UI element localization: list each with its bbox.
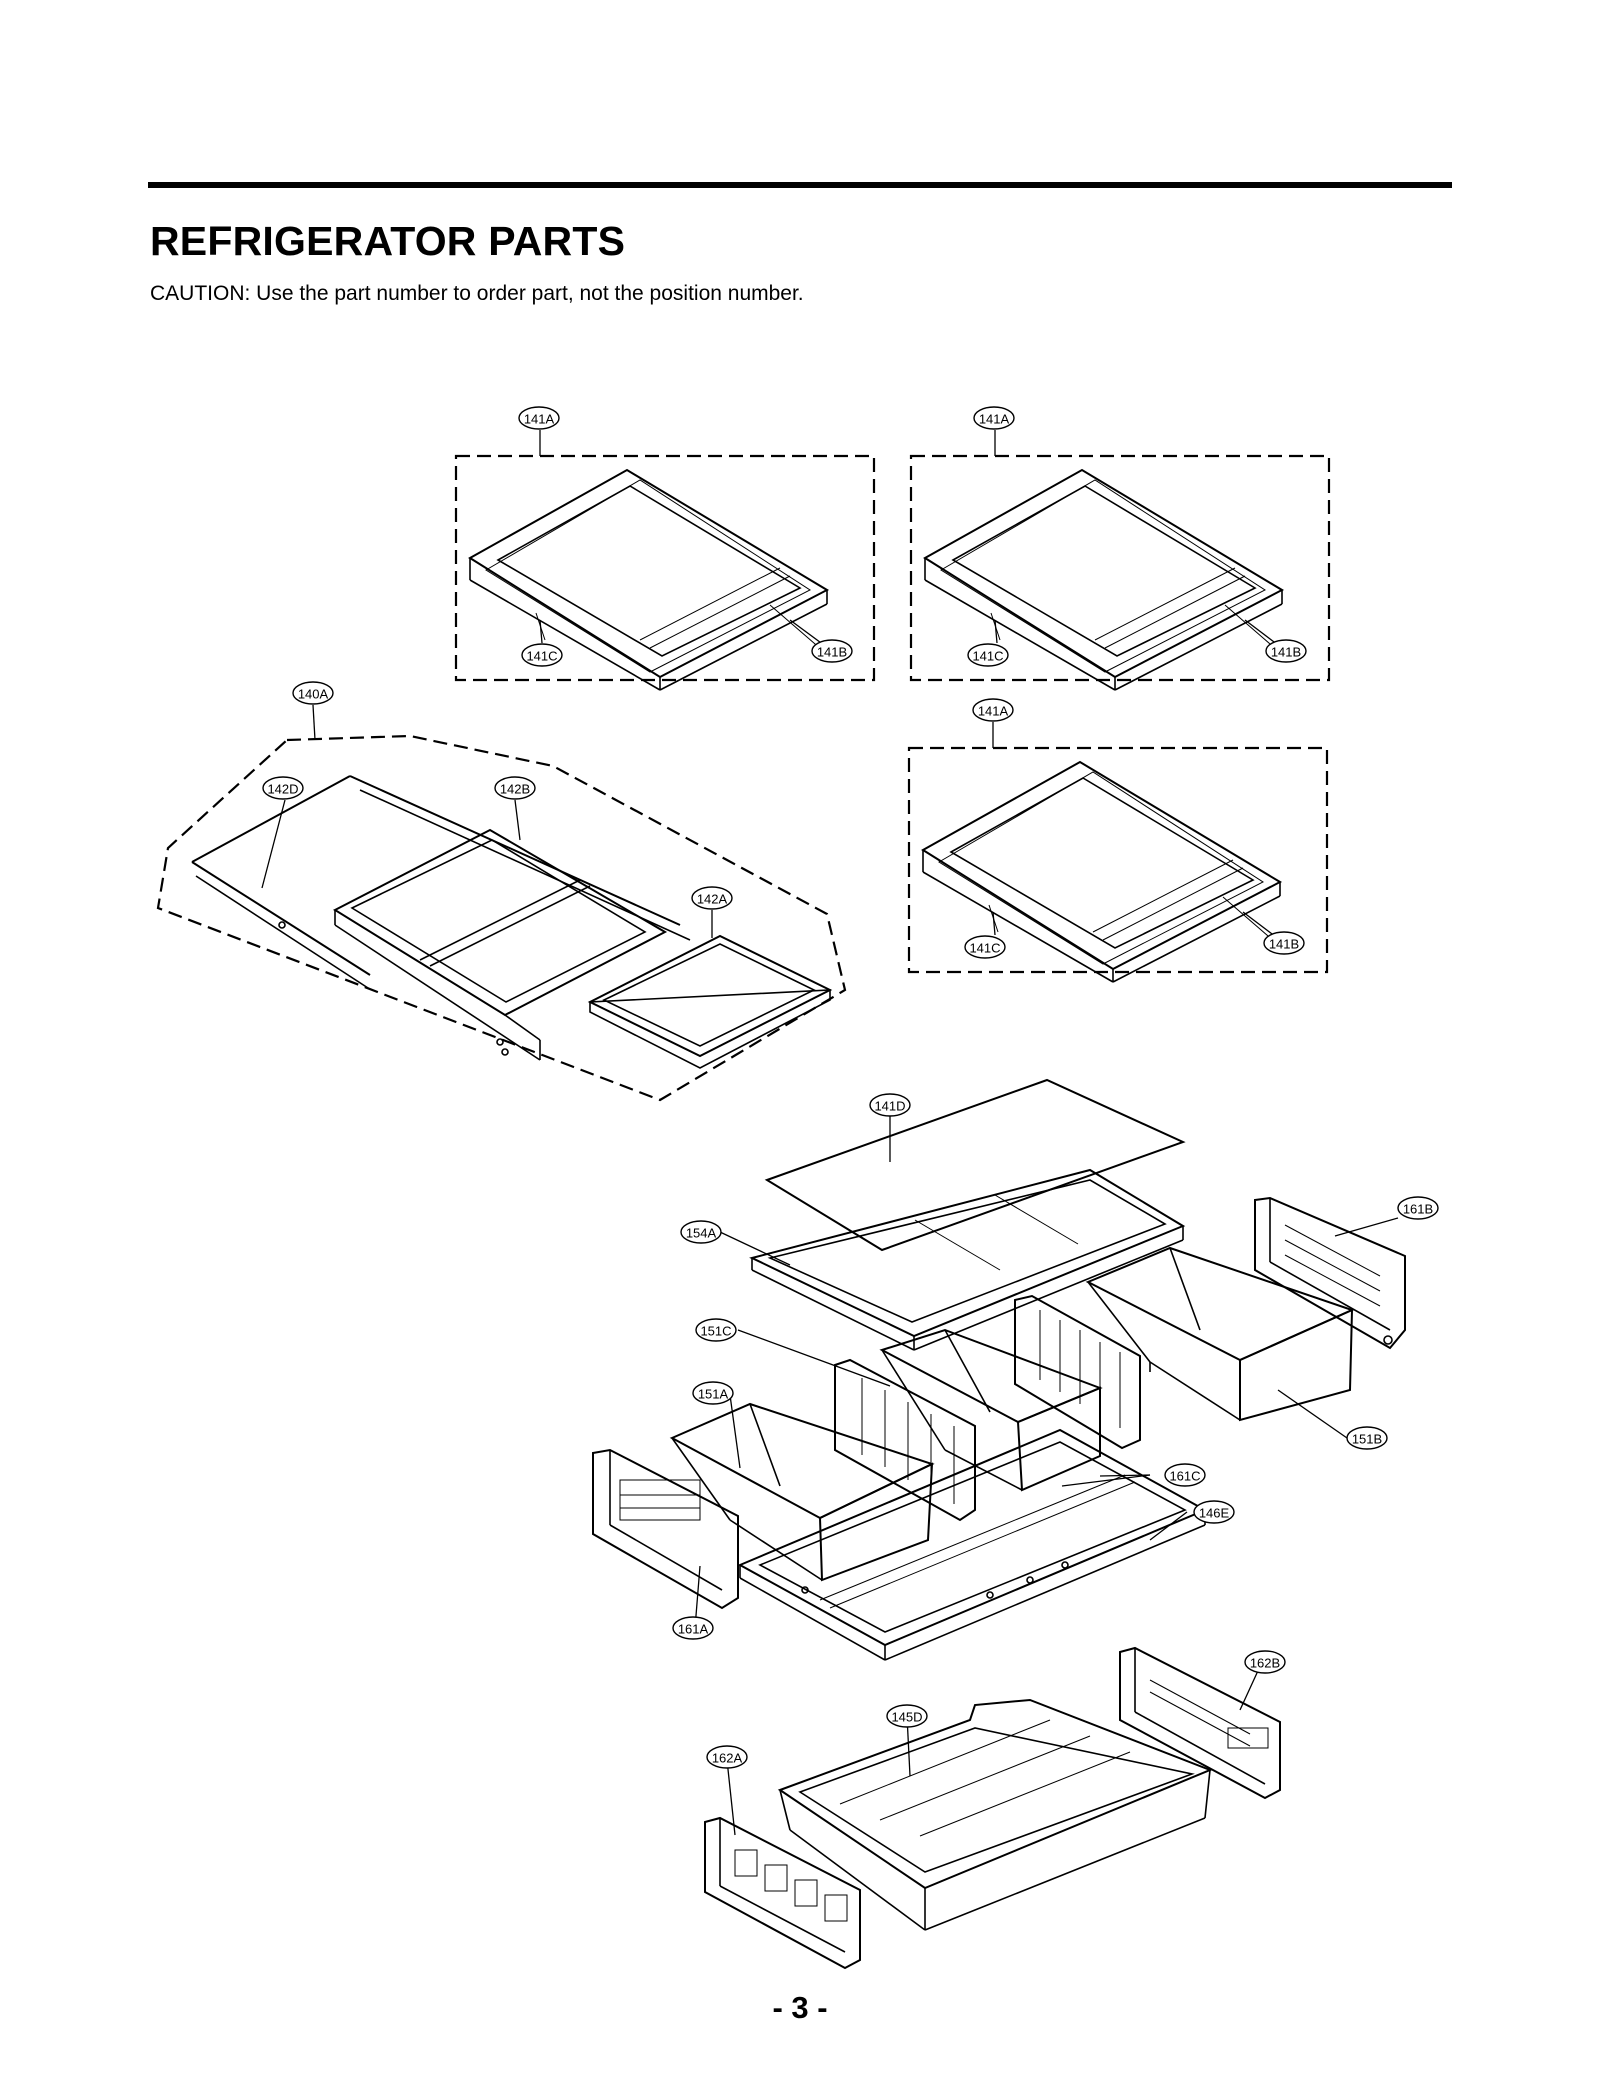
caution-note: CAUTION: Use the part number to order pa… xyxy=(150,282,804,305)
callout-141C: 141C xyxy=(526,649,557,664)
callout-141C: 141C xyxy=(969,941,1000,956)
crisper-drawer-151C xyxy=(879,1328,1103,1492)
header-rule xyxy=(148,182,1452,188)
divider-161C xyxy=(1014,1294,1141,1450)
shelf-group-1 xyxy=(454,454,876,691)
callout-151B: 151B xyxy=(1352,1432,1382,1447)
crisper-drawer-151A xyxy=(669,1402,935,1582)
callout-145D: 145D xyxy=(891,1710,922,1725)
callout-146E: 146E xyxy=(1199,1506,1230,1521)
callout-142D: 142D xyxy=(267,782,298,797)
callout-151A: 151A xyxy=(698,1387,729,1402)
rail-161A xyxy=(592,1448,739,1610)
callout-140A: 140A xyxy=(298,687,329,702)
rail-162A xyxy=(704,1816,861,1970)
crisper-drawer-151B xyxy=(1085,1246,1355,1422)
callout-141A: 141A xyxy=(524,412,555,427)
shelf-assembly-140A xyxy=(156,734,847,1102)
page-title: REFRIGERATOR PARTS xyxy=(150,218,626,264)
shelf-group-2 xyxy=(909,454,1331,691)
callout-151C: 151C xyxy=(700,1324,731,1339)
callout-141A: 141A xyxy=(978,704,1009,719)
callout-142B: 142B xyxy=(500,782,530,797)
callout-161A: 161A xyxy=(678,1622,709,1637)
rail-162B xyxy=(1119,1646,1281,1800)
callout-141C: 141C xyxy=(972,649,1003,664)
callouts xyxy=(262,406,1439,1769)
rail-161B xyxy=(1254,1196,1406,1350)
callout-141B: 141B xyxy=(1269,937,1299,952)
callout-161C: 161C xyxy=(1169,1469,1200,1484)
callout-142A: 142A xyxy=(697,892,728,907)
callout-141B: 141B xyxy=(817,645,847,660)
callout-141A: 141A xyxy=(979,412,1010,427)
callout-141B: 141B xyxy=(1271,645,1301,660)
callout-141D: 141D xyxy=(874,1099,905,1114)
page-number: - 3 - xyxy=(772,1990,828,2025)
glass-shelf-141D xyxy=(764,1078,1186,1252)
pan-145D xyxy=(777,1698,1213,1931)
shelf-group-3 xyxy=(907,746,1329,983)
crisper-cover-154A xyxy=(749,1168,1186,1351)
callout-161B: 161B xyxy=(1403,1202,1433,1217)
callout-162A: 162A xyxy=(712,1751,743,1766)
callout-154A: 154A xyxy=(686,1226,717,1241)
callout-162B: 162B xyxy=(1250,1656,1280,1671)
